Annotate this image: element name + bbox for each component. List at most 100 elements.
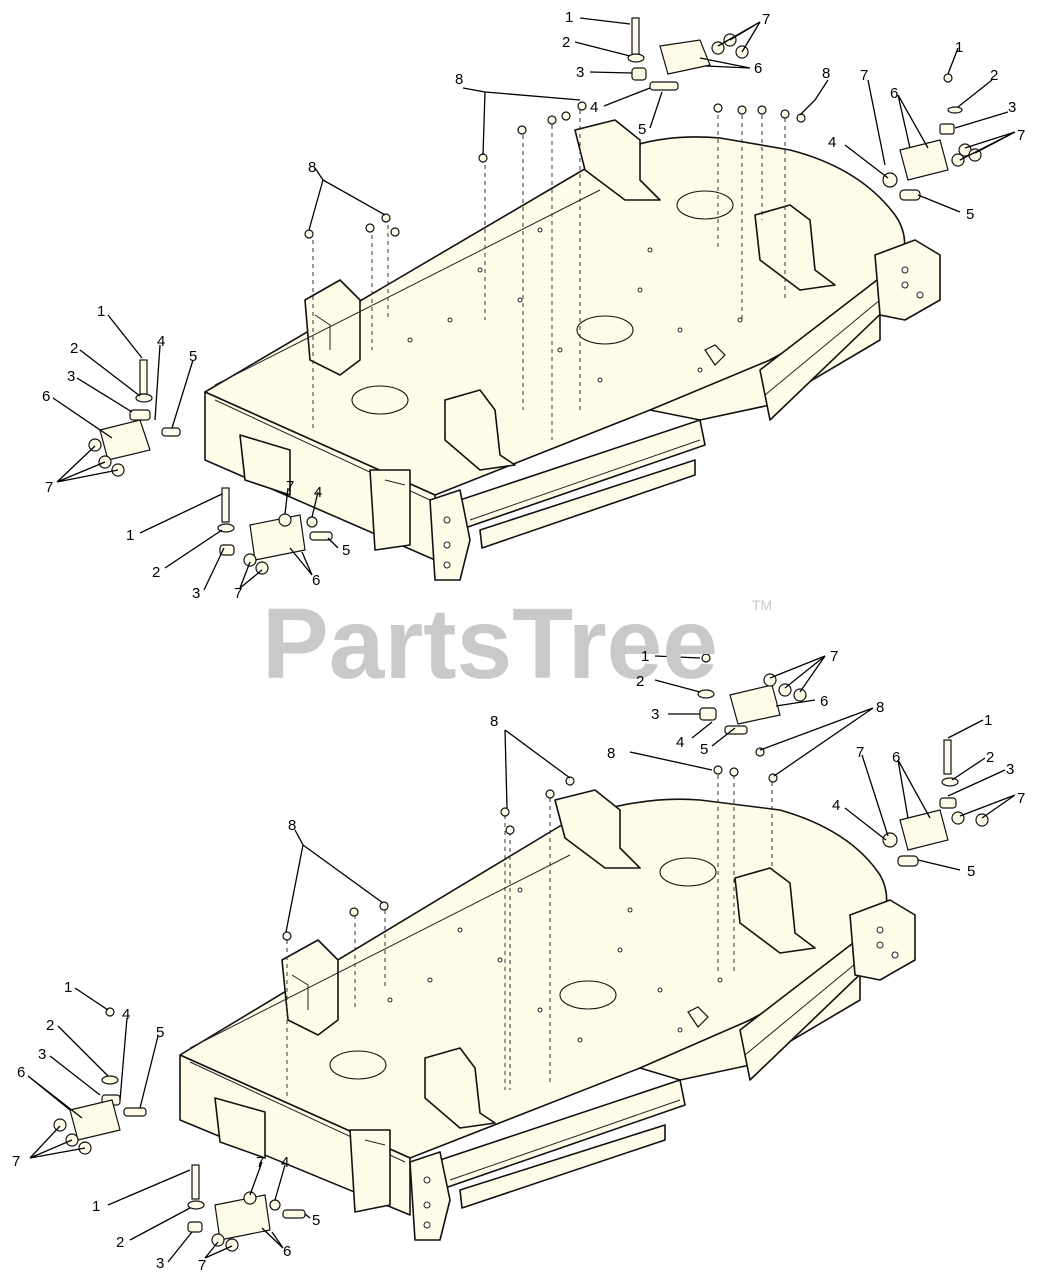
hinge-hardware-bottom-front — [187, 1164, 306, 1252]
callout-number: 3 — [1006, 761, 1014, 778]
spindle-opening — [559, 980, 617, 1010]
hinge-hardware-top-left — [88, 359, 181, 477]
spindle-opening — [676, 190, 734, 220]
callout-number: 7 — [45, 479, 53, 496]
callout-number: 6 — [892, 749, 900, 766]
callout-number: 2 — [986, 749, 994, 766]
hardware-nuts-bottom — [282, 747, 778, 941]
callout-number: 5 — [700, 741, 708, 758]
spindle-opening — [351, 385, 409, 415]
callout-number: 6 — [890, 85, 898, 102]
callout-number: 7 — [234, 585, 242, 602]
callout-number: 4 — [828, 134, 836, 151]
callout-number: 2 — [70, 340, 78, 357]
callout-number: 5 — [156, 1024, 164, 1041]
callouts-bottom: 1 2 3 4 5 6 7 8 8 8 8 1 2 3 7 7 6 4 5 1 … — [12, 648, 1025, 1274]
callout-number: 7 — [1017, 127, 1025, 144]
hinge-hardware-top-right — [882, 73, 982, 201]
callout-number: 8 — [876, 699, 884, 716]
callout-number: 5 — [342, 542, 350, 559]
spindle-opening — [659, 857, 717, 887]
callout-number: 1 — [64, 979, 72, 996]
callout-number: 2 — [636, 673, 644, 690]
callout-number: 2 — [152, 564, 160, 581]
hinge-bracket-front — [409, 1151, 451, 1241]
hinge-hardware-bottom-left — [53, 1007, 147, 1155]
callout-number: 2 — [46, 1017, 54, 1034]
hinge-bracket-right — [849, 899, 916, 981]
callouts-top: 1 2 3 4 5 6 7 8 8 8 1 2 3 7 7 6 4 5 1 2 … — [42, 9, 1025, 602]
hinge-hardware-top-front — [217, 487, 333, 575]
callout-number: 5 — [967, 863, 975, 880]
callout-number: 4 — [157, 333, 165, 350]
mount-bracket — [424, 1047, 496, 1129]
deck-assembly-bottom — [179, 775, 916, 1241]
watermark-logo: PartsTree — [262, 588, 718, 700]
callout-number: 4 — [590, 99, 598, 116]
callout-number: 7 — [198, 1257, 206, 1274]
callout-number: 3 — [192, 585, 200, 602]
callout-number: 8 — [455, 71, 463, 88]
callout-number: 7 — [830, 648, 838, 665]
mount-bracket — [574, 119, 661, 201]
leader-lines-bottom — [27, 655, 1016, 1263]
callout-number: 3 — [576, 64, 584, 81]
callout-number: 3 — [67, 368, 75, 385]
hinge-hardware-bottom-right — [882, 739, 989, 867]
watermark-trademark: TM — [752, 597, 772, 613]
callout-number: 4 — [314, 484, 322, 501]
spindle-opening — [329, 1050, 387, 1080]
leader-lines-top — [52, 17, 1016, 591]
callout-number: 8 — [822, 65, 830, 82]
callout-number: 1 — [97, 303, 105, 320]
callout-number: 8 — [288, 817, 296, 834]
callout-number: 1 — [984, 712, 992, 729]
deck-assembly-top — [204, 110, 941, 581]
callout-number: 3 — [651, 706, 659, 723]
callout-number: 6 — [820, 693, 828, 710]
hinge-hardware-top-rear — [627, 17, 749, 91]
callout-number: 4 — [122, 1006, 130, 1023]
callout-number: 2 — [116, 1234, 124, 1251]
callout-number: 5 — [638, 121, 646, 138]
callout-number: 7 — [12, 1153, 20, 1170]
callout-number: 4 — [281, 1154, 289, 1171]
callout-number: 8 — [308, 159, 316, 176]
hinge-bracket-front — [429, 489, 471, 581]
callout-number: 5 — [189, 348, 197, 365]
callout-number: 1 — [641, 648, 649, 665]
callout-number: 3 — [156, 1255, 164, 1272]
callout-number: 6 — [283, 1243, 291, 1260]
callout-number: 1 — [92, 1198, 100, 1215]
callout-number: 2 — [562, 34, 570, 51]
callout-number: 7 — [286, 478, 294, 495]
mount-bracket — [734, 867, 816, 954]
callout-number: 3 — [38, 1046, 46, 1063]
callout-number: 5 — [966, 206, 974, 223]
callout-number: 7 — [860, 67, 868, 84]
callout-number: 7 — [762, 11, 770, 28]
callout-number: 4 — [832, 797, 840, 814]
callout-number: 7 — [256, 1154, 264, 1171]
mount-bracket — [754, 204, 836, 291]
callout-number: 4 — [676, 734, 684, 751]
callout-number: 6 — [17, 1064, 25, 1081]
deck-rail-lower — [459, 1124, 666, 1209]
hinge-bracket-right — [874, 239, 941, 321]
deck-rail-lower — [479, 459, 696, 549]
callout-number: 1 — [955, 39, 963, 56]
callout-number: 7 — [856, 744, 864, 761]
callout-number: 1 — [565, 9, 573, 26]
callout-number: 8 — [607, 745, 615, 762]
callout-number: 8 — [490, 713, 498, 730]
callout-number: 5 — [312, 1212, 320, 1229]
mount-bracket — [304, 279, 361, 376]
spindle-opening — [576, 315, 634, 345]
callout-number: 6 — [312, 572, 320, 589]
mount-bracket — [444, 389, 516, 471]
callout-number: 6 — [754, 60, 762, 77]
callout-number: 3 — [1008, 99, 1016, 116]
callout-number: 1 — [126, 527, 134, 544]
mount-bracket — [554, 789, 641, 869]
